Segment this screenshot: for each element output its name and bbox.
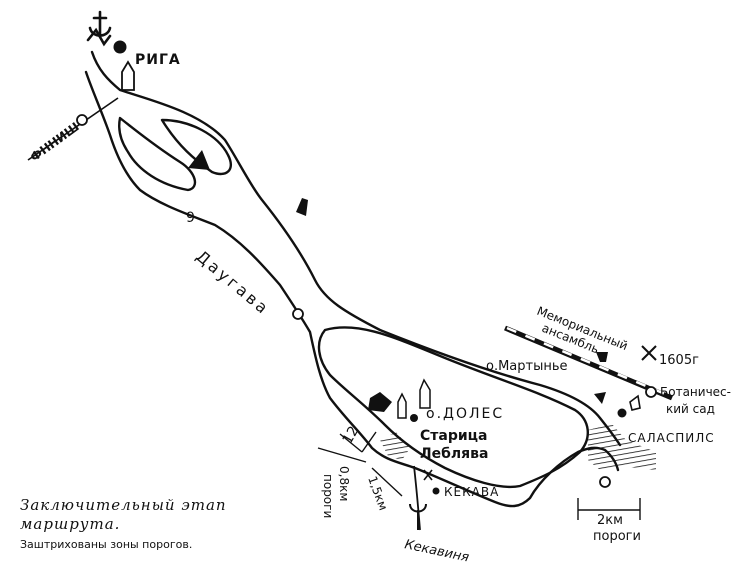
- river-bank-lower: [84, 70, 620, 508]
- leblyava-label: Леблява: [420, 446, 488, 462]
- island-north: [160, 118, 233, 176]
- island-monument-icon: [188, 150, 210, 170]
- rapids-zone-salaspils: [588, 424, 656, 470]
- island-south: [118, 116, 197, 192]
- martynie-icon: [594, 392, 606, 404]
- islands-riga: [118, 116, 233, 192]
- map-caption: Заключительный этап маршрута. Заштрихова…: [20, 496, 280, 551]
- kekavinya-river: [413, 465, 421, 531]
- martynie-label: о.Мартынье: [486, 359, 568, 374]
- doles-castle-icon: [368, 392, 392, 412]
- kekava-city-dot: [432, 487, 440, 495]
- staritsa-label: Старица: [420, 428, 488, 444]
- river-daugava: [84, 50, 622, 508]
- fnniish-line: [27, 97, 119, 161]
- island-doles: [317, 326, 589, 489]
- rapids-3-label: пороги: [593, 529, 641, 544]
- river-bank-upper: [90, 50, 622, 447]
- caption-note: Заштрихованы зоны порогов.: [20, 538, 193, 551]
- caption-title: Заключительный этап маршрута.: [20, 496, 227, 533]
- botanical-marker: [645, 386, 657, 398]
- rapids-1-distance: 0,8км: [337, 466, 351, 501]
- rapids-3-span: [577, 498, 641, 520]
- mid-river-marker: [292, 308, 304, 320]
- doles-boat-icon-1: [397, 392, 407, 419]
- botanical-label-2: кий сад: [666, 402, 715, 416]
- river-name-label: Даугава: [192, 247, 273, 320]
- doles-label: о.ДОЛЕС: [426, 406, 504, 422]
- salaspils-rapids-marker: [599, 476, 611, 488]
- kekava-church-icon: [423, 469, 433, 481]
- salaspils-boat-icon: [629, 394, 641, 411]
- railway-line: [504, 325, 673, 401]
- river-number-label: 9: [186, 210, 195, 226]
- riga-boat-icon: [121, 60, 135, 91]
- botanical-label-1: Ботаничес-: [660, 385, 731, 399]
- kekavinya-label: Кекавиня: [403, 537, 470, 565]
- salaspils-city-dot: [617, 408, 627, 418]
- fnniish-marker: [76, 114, 88, 126]
- battle-icon: [641, 345, 657, 361]
- rapids-1-span: [317, 447, 367, 463]
- rapids-2-span: [371, 467, 403, 497]
- doles-building-icon: [410, 414, 418, 422]
- doles-boat-icon-2: [419, 378, 431, 409]
- fnniish-label: ФННИШ: [28, 120, 82, 165]
- memorial-icon: [596, 352, 608, 362]
- riga-city-dot: [113, 40, 127, 54]
- rapids-3-distance: 2км: [597, 513, 623, 528]
- battle-year-label: 1605г: [659, 353, 699, 368]
- rapids-1-label: пороги: [321, 474, 335, 518]
- stage-number: 12: [340, 424, 363, 447]
- kekava-fork-icon: [409, 503, 427, 530]
- rapids-2-distance: 1,5км: [365, 474, 390, 512]
- kekava-label: КЕКАВА: [444, 485, 499, 499]
- riga-anchor-icon: [86, 10, 112, 47]
- salaspils-label: САЛАСПИЛС: [628, 431, 715, 445]
- mid-river-boat-icon: [296, 198, 308, 216]
- rapids-zone-doles: [380, 432, 410, 460]
- riga-label: РИГА: [135, 52, 181, 68]
- stage-marker: [339, 431, 377, 453]
